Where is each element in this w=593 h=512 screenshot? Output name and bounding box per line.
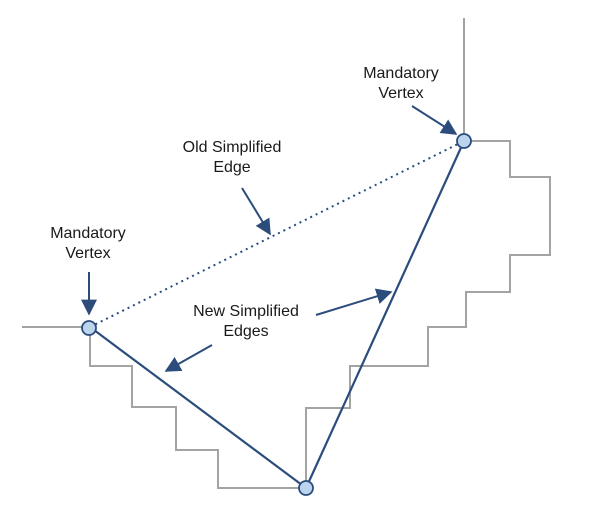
vertex-bottom xyxy=(298,480,314,496)
label-new-simplified-edges: New Simplified Edges xyxy=(176,302,316,342)
original-boundary xyxy=(22,18,551,489)
label-line: Mandatory xyxy=(363,65,439,82)
label-line: Vertex xyxy=(378,85,424,102)
label-line: Mandatory xyxy=(50,225,126,242)
label-line: Old Simplified xyxy=(182,139,282,156)
label-line: Vertex xyxy=(65,245,111,262)
arrow-top-vertex xyxy=(411,105,458,135)
label-old-simplified-edge: Old Simplified Edge xyxy=(162,138,302,178)
new-simplified-edge-1 xyxy=(89,326,307,489)
new-simplified-edge-2 xyxy=(304,140,466,489)
mandatory-vertex-top-right xyxy=(456,133,472,149)
arrow-new-edge-left xyxy=(164,344,213,372)
label-line: New Simplified xyxy=(193,303,299,320)
mandatory-vertex-left xyxy=(81,320,97,336)
arrow-new-edge-right xyxy=(315,288,393,316)
label-line: Edge xyxy=(213,159,251,176)
label-mandatory-vertex-top: Mandatory Vertex xyxy=(346,64,456,104)
old-simplified-edge xyxy=(89,140,465,328)
label-line: Edges xyxy=(223,323,269,340)
label-mandatory-vertex-left: Mandatory Vertex xyxy=(33,224,143,264)
arrow-old-edge xyxy=(241,187,271,236)
